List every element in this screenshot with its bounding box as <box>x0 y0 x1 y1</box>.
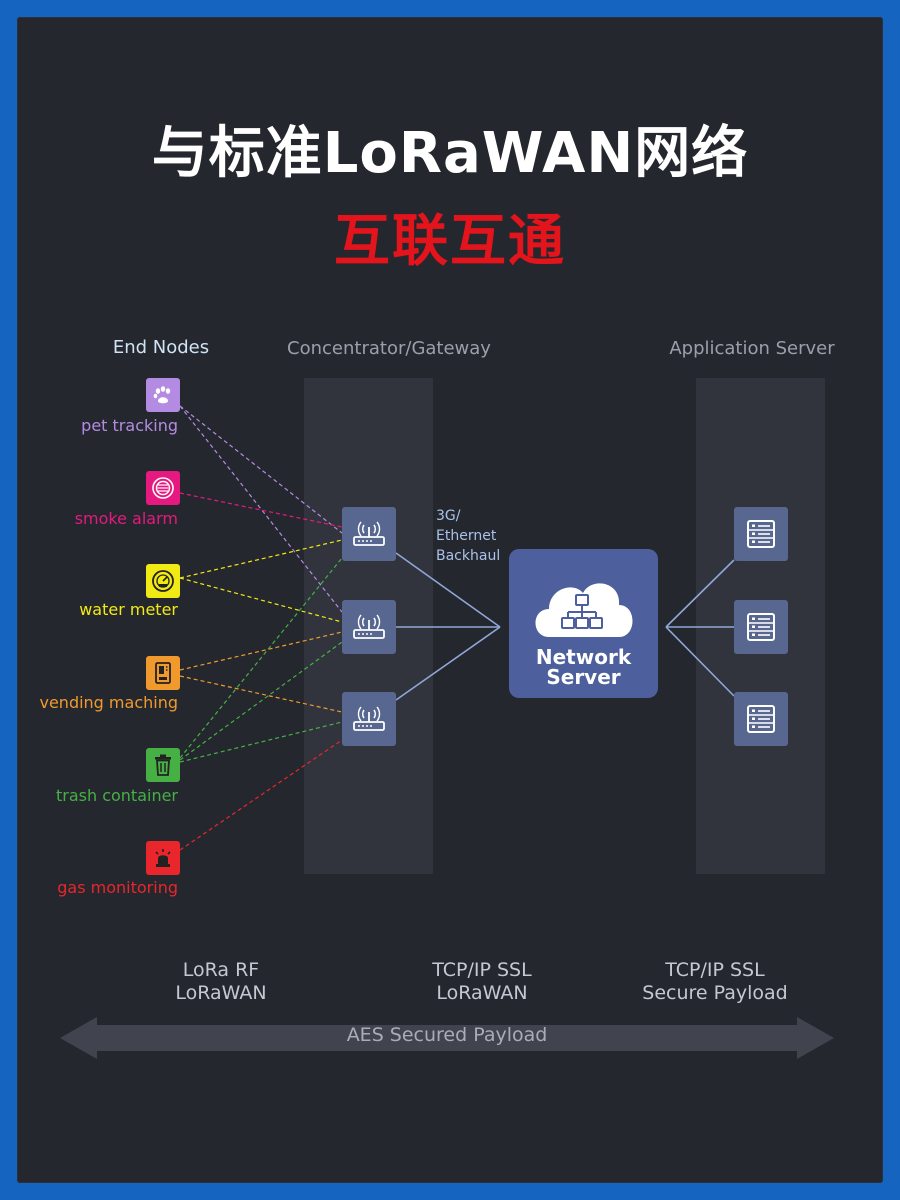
gateway-3[interactable] <box>342 692 396 746</box>
protocol-2-line-2: LoRaWAN <box>436 982 528 1004</box>
smoke-alarm-label: smoke alarm <box>74 509 178 528</box>
trash-container-node[interactable] <box>146 748 180 782</box>
end-nodes-heading: End Nodes <box>112 337 210 358</box>
protocol-tcp-secure: TCP/IP SSL Secure Payload <box>605 959 825 1005</box>
water-meter-icon <box>152 570 174 592</box>
network-server-line-1: Network <box>535 645 632 669</box>
link-gw1-ns <box>395 552 501 628</box>
protocol-3-line-2: Secure Payload <box>642 982 788 1004</box>
paw-icon <box>153 386 171 404</box>
protocol-1-line-1: LoRa RF <box>182 959 260 981</box>
link-gw3-ns <box>395 626 501 701</box>
main-title: 与标准LoRaWAN网络 <box>151 121 749 186</box>
backhaul-line-3: Backhaul <box>436 548 501 564</box>
link-ns-app3 <box>665 626 735 697</box>
backhaul-label: 3G/ Ethernet Backhaul <box>436 506 500 566</box>
sub-title: 互联互通 <box>334 209 566 274</box>
protocol-2-line-1: TCP/IP SSL <box>432 959 532 981</box>
gas-monitoring-node[interactable] <box>146 841 180 875</box>
trash-icon <box>155 754 171 776</box>
app-server-heading: Application Server <box>669 338 835 359</box>
router-icon <box>353 614 385 639</box>
router-icon <box>353 706 385 731</box>
router-icon <box>353 521 385 546</box>
vending-machine-node[interactable] <box>146 656 180 690</box>
gateway-heading: Concentrator/Gateway <box>287 338 491 359</box>
app-server-3[interactable] <box>734 692 788 746</box>
network-server[interactable]: Network Server <box>509 549 658 698</box>
alarm-light-icon <box>155 849 171 867</box>
smoke-alarm-icon <box>152 477 174 499</box>
backhaul-line-2: Ethernet <box>436 528 497 544</box>
gateway-2[interactable] <box>342 600 396 654</box>
network-server-label: Network Server <box>509 647 658 687</box>
protocol-1-line-2: LoRaWAN <box>175 982 267 1004</box>
water-meter-label: water meter <box>79 600 178 619</box>
protocol-lora-rf: LoRa RF LoRaWAN <box>111 959 331 1005</box>
server-icon <box>747 520 775 548</box>
link-pet-gw1 <box>179 405 343 534</box>
server-icon <box>747 705 775 733</box>
server-icon <box>747 613 775 641</box>
cloud-network-icon <box>535 583 633 637</box>
water-meter-node[interactable] <box>146 564 180 598</box>
gas-monitoring-label: gas monitoring <box>57 878 178 897</box>
aes-label: AES Secured Payload <box>346 1024 548 1046</box>
pet-tracking-label: pet tracking <box>81 416 178 435</box>
link-trash-gw1 <box>179 557 343 759</box>
pet-tracking-node[interactable] <box>146 378 180 412</box>
link-gas-gw3 <box>179 739 343 851</box>
vending-machine-icon <box>155 662 171 684</box>
smoke-alarm-node[interactable] <box>146 471 180 505</box>
link-ns-app1 <box>665 559 735 628</box>
protocol-3-line-1: TCP/IP SSL <box>665 959 765 981</box>
link-pet-gw2 <box>179 405 343 613</box>
link-trash-gw2 <box>179 641 343 761</box>
vending-machine-label: vending maching <box>39 693 178 712</box>
protocol-tcp-lorawan: TCP/IP SSL LoRaWAN <box>372 959 592 1005</box>
network-server-line-2: Server <box>546 665 621 689</box>
gateway-1[interactable] <box>342 507 396 561</box>
app-server-2[interactable] <box>734 600 788 654</box>
backhaul-line-1: 3G/ <box>436 508 461 524</box>
app-server-1[interactable] <box>734 507 788 561</box>
trash-container-label: trash container <box>55 786 178 805</box>
